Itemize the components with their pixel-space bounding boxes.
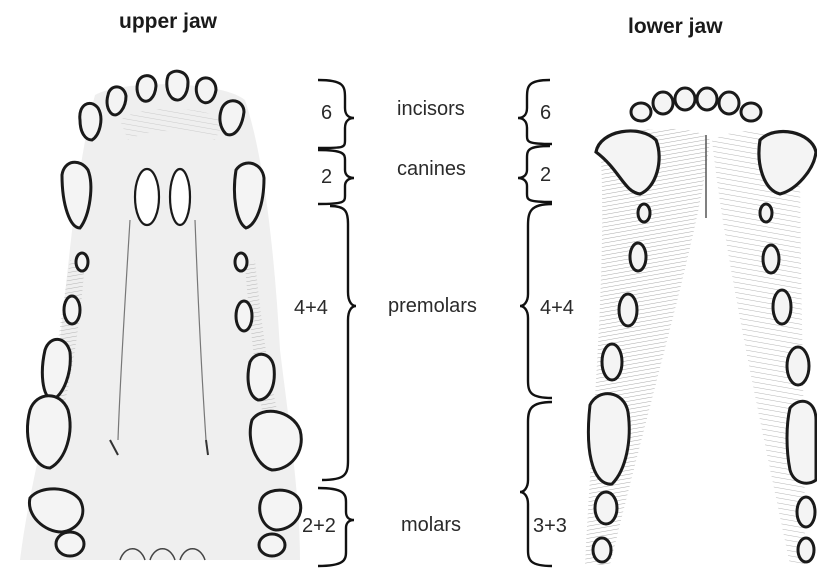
lower-canines-count: 2 <box>540 164 551 187</box>
lower-right-mandible <box>712 131 805 565</box>
upper-premolars-count: 4+4 <box>294 297 328 320</box>
lower-premolars-count: 4+4 <box>540 297 574 320</box>
upper-brackets <box>318 80 356 566</box>
lower-molars-bracket <box>520 402 552 566</box>
upper-jaw-title: upper jaw <box>119 10 217 34</box>
label-premolars: premolars <box>388 295 477 318</box>
lower-incisors-count: 6 <box>540 102 551 125</box>
upper-canines-count: 2 <box>321 166 332 189</box>
label-incisors: incisors <box>397 98 465 121</box>
label-molars: molars <box>401 514 461 537</box>
lower-jaw-drawing <box>585 88 816 565</box>
upper-premolars-bracket <box>322 206 356 480</box>
label-canines: canines <box>397 158 466 181</box>
lower-jaw-title: lower jaw <box>628 15 723 39</box>
upper-molars-count: 2+2 <box>302 515 336 538</box>
upper-jaw-drawing <box>20 71 301 560</box>
lower-molars-count: 3+3 <box>533 515 567 538</box>
lower-brackets <box>518 80 552 566</box>
upper-incisors-count: 6 <box>321 102 332 125</box>
lower-incisors <box>631 88 761 121</box>
